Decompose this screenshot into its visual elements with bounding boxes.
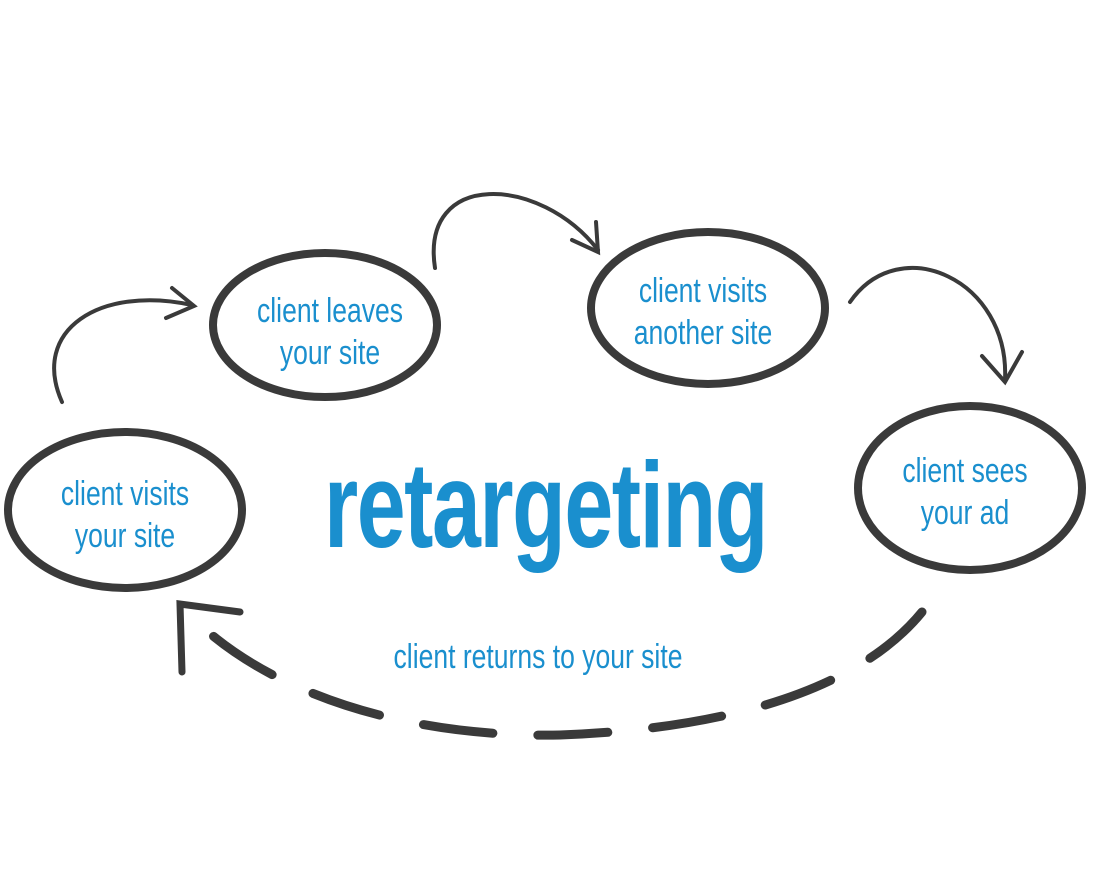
node-label: client sees xyxy=(902,452,1028,490)
diagram-title: retargeting xyxy=(324,437,768,573)
node-ellipse-sees-ad xyxy=(854,402,1086,574)
node-client-sees-ad: client sees your ad xyxy=(871,450,1058,534)
arrow-to-ad xyxy=(848,266,1008,382)
return-dashed-arrow xyxy=(180,605,927,740)
node-label: another site xyxy=(633,314,773,352)
arrowhead-icon xyxy=(176,599,244,676)
node-label: your ad xyxy=(920,494,1010,532)
arrowhead-icon xyxy=(570,220,601,256)
node-label: client leaves xyxy=(257,292,403,330)
arrowhead-icon xyxy=(980,350,1024,386)
node-client-visits-site: client visits your site xyxy=(31,473,218,557)
arrowhead-icon xyxy=(164,286,198,320)
node-ellipse-leaves-site xyxy=(209,249,441,401)
node-client-visits-another-site: client visits another site xyxy=(609,270,796,354)
node-label: your site xyxy=(74,517,176,555)
node-ellipse-visits-site xyxy=(4,428,246,592)
node-client-leaves-site: client leaves your site xyxy=(236,290,423,374)
node-label: your site xyxy=(279,334,381,372)
node-ellipse-another-site xyxy=(587,228,829,388)
return-label: client returns to your site xyxy=(393,638,683,676)
arrow-to-leaves xyxy=(52,298,194,404)
node-label: client visits xyxy=(638,272,768,310)
node-label: client visits xyxy=(60,475,190,513)
arrow-to-another xyxy=(431,192,600,270)
